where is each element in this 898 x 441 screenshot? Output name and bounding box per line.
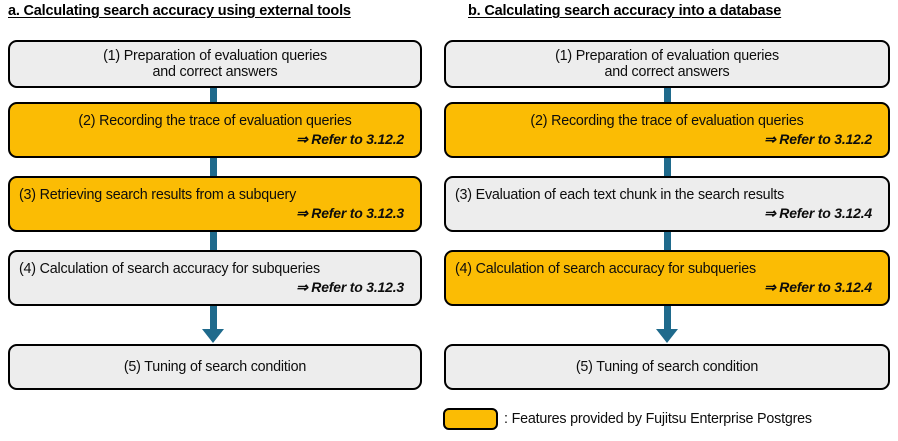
flow-box-a3-line-1: (3) Retrieving search results from a sub… (19, 186, 297, 203)
flow-box-b5: (5) Tuning of search condition (444, 344, 890, 390)
flow-box-b5-line-1: (5) Tuning of search condition (575, 359, 759, 375)
arrow-b4-b5-shaft (664, 304, 671, 330)
flow-box-b2-refer: ⇒ Refer to 3.12.2 (764, 130, 872, 147)
connector-b3-b4 (664, 230, 671, 252)
panel-a-title: a. Calculating search accuracy using ext… (8, 3, 351, 19)
flow-box-a4: (4) Calculation of search accuracy for s… (8, 250, 422, 306)
flow-box-b1-line-2: and correct answers (604, 64, 730, 80)
flow-box-a3: (3) Retrieving search results from a sub… (8, 176, 422, 232)
connector-a1-a2 (210, 86, 217, 104)
flow-box-b1-line-1: (1) Preparation of evaluation queries (555, 48, 779, 64)
legend-swatch-amber (443, 408, 498, 430)
flow-box-a1: (1) Preparation of evaluation queries an… (8, 40, 422, 88)
legend-separator: : (504, 411, 508, 427)
flow-box-b4-refer: ⇒ Refer to 3.12.4 (764, 278, 872, 295)
flow-box-b3: (3) Evaluation of each text chunk in the… (444, 176, 890, 232)
arrow-a4-a5-shaft (210, 304, 217, 330)
flow-box-a1-line-1: (1) Preparation of evaluation queries (103, 48, 327, 64)
flow-box-a5: (5) Tuning of search condition (8, 344, 422, 390)
connector-a2-a3 (210, 156, 217, 178)
flow-box-b3-line-1: (3) Evaluation of each text chunk in the… (455, 186, 785, 203)
legend-description: Features provided by Fujitsu Enterprise … (511, 411, 813, 427)
flow-box-b3-refer: ⇒ Refer to 3.12.4 (764, 204, 872, 221)
legend-label: : Features provided by Fujitsu Enterpris… (504, 411, 812, 427)
flow-box-a2: (2) Recording the trace of evaluation qu… (8, 102, 422, 158)
flow-box-b1: (1) Preparation of evaluation queries an… (444, 40, 890, 88)
flow-box-a4-line-1: (4) Calculation of search accuracy for s… (19, 260, 320, 277)
arrow-b4-b5-head (656, 329, 678, 343)
panel-b-title: b. Calculating search accuracy into a da… (468, 3, 782, 19)
flow-box-a5-line-1: (5) Tuning of search condition (123, 359, 307, 375)
flow-box-a1-line-2: and correct answers (152, 64, 278, 80)
flow-box-b4: (4) Calculation of search accuracy for s… (444, 250, 890, 306)
flow-box-a3-refer: ⇒ Refer to 3.12.3 (296, 204, 404, 221)
connector-b2-b3 (664, 156, 671, 178)
flow-box-b2: (2) Recording the trace of evaluation qu… (444, 102, 890, 158)
connector-b1-b2 (664, 86, 671, 104)
flow-box-a2-line-1: (2) Recording the trace of evaluation qu… (78, 112, 352, 129)
flow-box-b4-line-1: (4) Calculation of search accuracy for s… (455, 260, 756, 277)
connector-a3-a4 (210, 230, 217, 252)
flow-box-b2-line-1: (2) Recording the trace of evaluation qu… (530, 112, 804, 129)
flow-box-a2-refer: ⇒ Refer to 3.12.2 (296, 130, 404, 147)
legend: : Features provided by Fujitsu Enterpris… (443, 408, 812, 430)
arrow-a4-a5-head (202, 329, 224, 343)
flow-box-a4-refer: ⇒ Refer to 3.12.3 (296, 278, 404, 295)
